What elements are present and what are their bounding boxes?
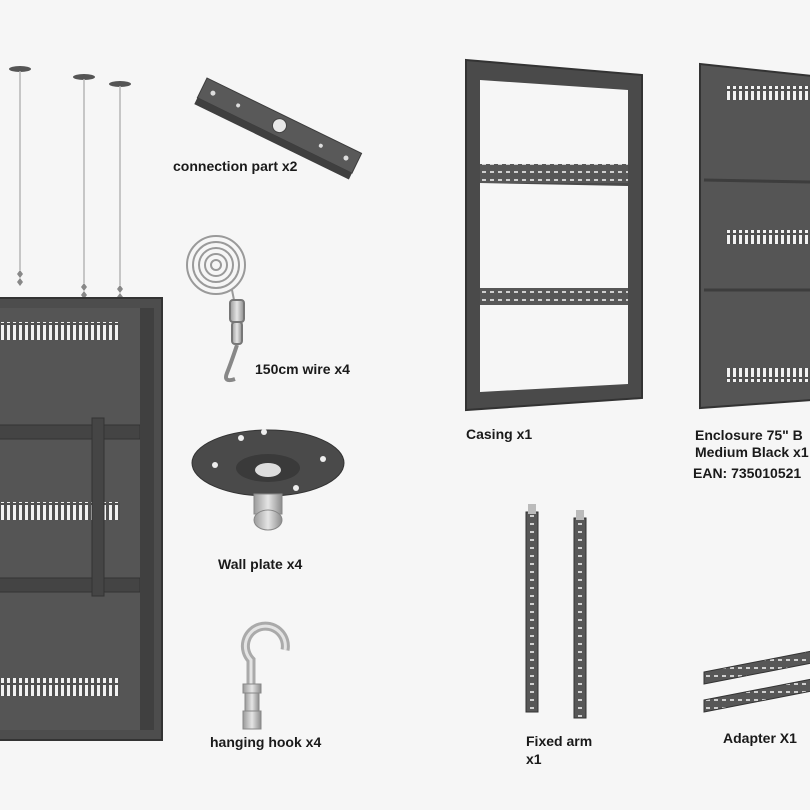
fixed-arm-label-line2: x1	[526, 751, 542, 767]
connection-part-label: connection part x2	[173, 158, 298, 174]
enclosure-panel-icon	[699, 62, 810, 410]
wall-plate-icon	[191, 429, 345, 531]
hanging-hook-label: hanging hook x4	[210, 734, 322, 750]
wall-plate-label: Wall plate x4	[218, 556, 303, 572]
enclosure-ean: EAN: 735010521	[693, 465, 802, 481]
adapter-rail-icon	[703, 650, 810, 713]
enclosure-label-line2: Medium Black x1	[695, 444, 809, 460]
mounted-enclosure-icon	[0, 297, 163, 741]
adapter-label: Adapter X1	[723, 730, 797, 746]
fixed-arm-label-line1: Fixed arm	[526, 733, 593, 749]
fixed-arm-icon	[525, 504, 587, 719]
casing-label: Casing x1	[466, 426, 533, 442]
wire-label: 150cm wire x4	[255, 361, 350, 377]
ceiling-wire-icon	[9, 66, 131, 301]
connection-bracket-icon	[194, 77, 363, 180]
coiled-wire-icon	[186, 235, 246, 383]
hanging-hook-icon	[240, 621, 290, 730]
casing-frame-icon	[465, 58, 643, 412]
enclosure-label-line1: Enclosure 75" B	[695, 427, 803, 443]
